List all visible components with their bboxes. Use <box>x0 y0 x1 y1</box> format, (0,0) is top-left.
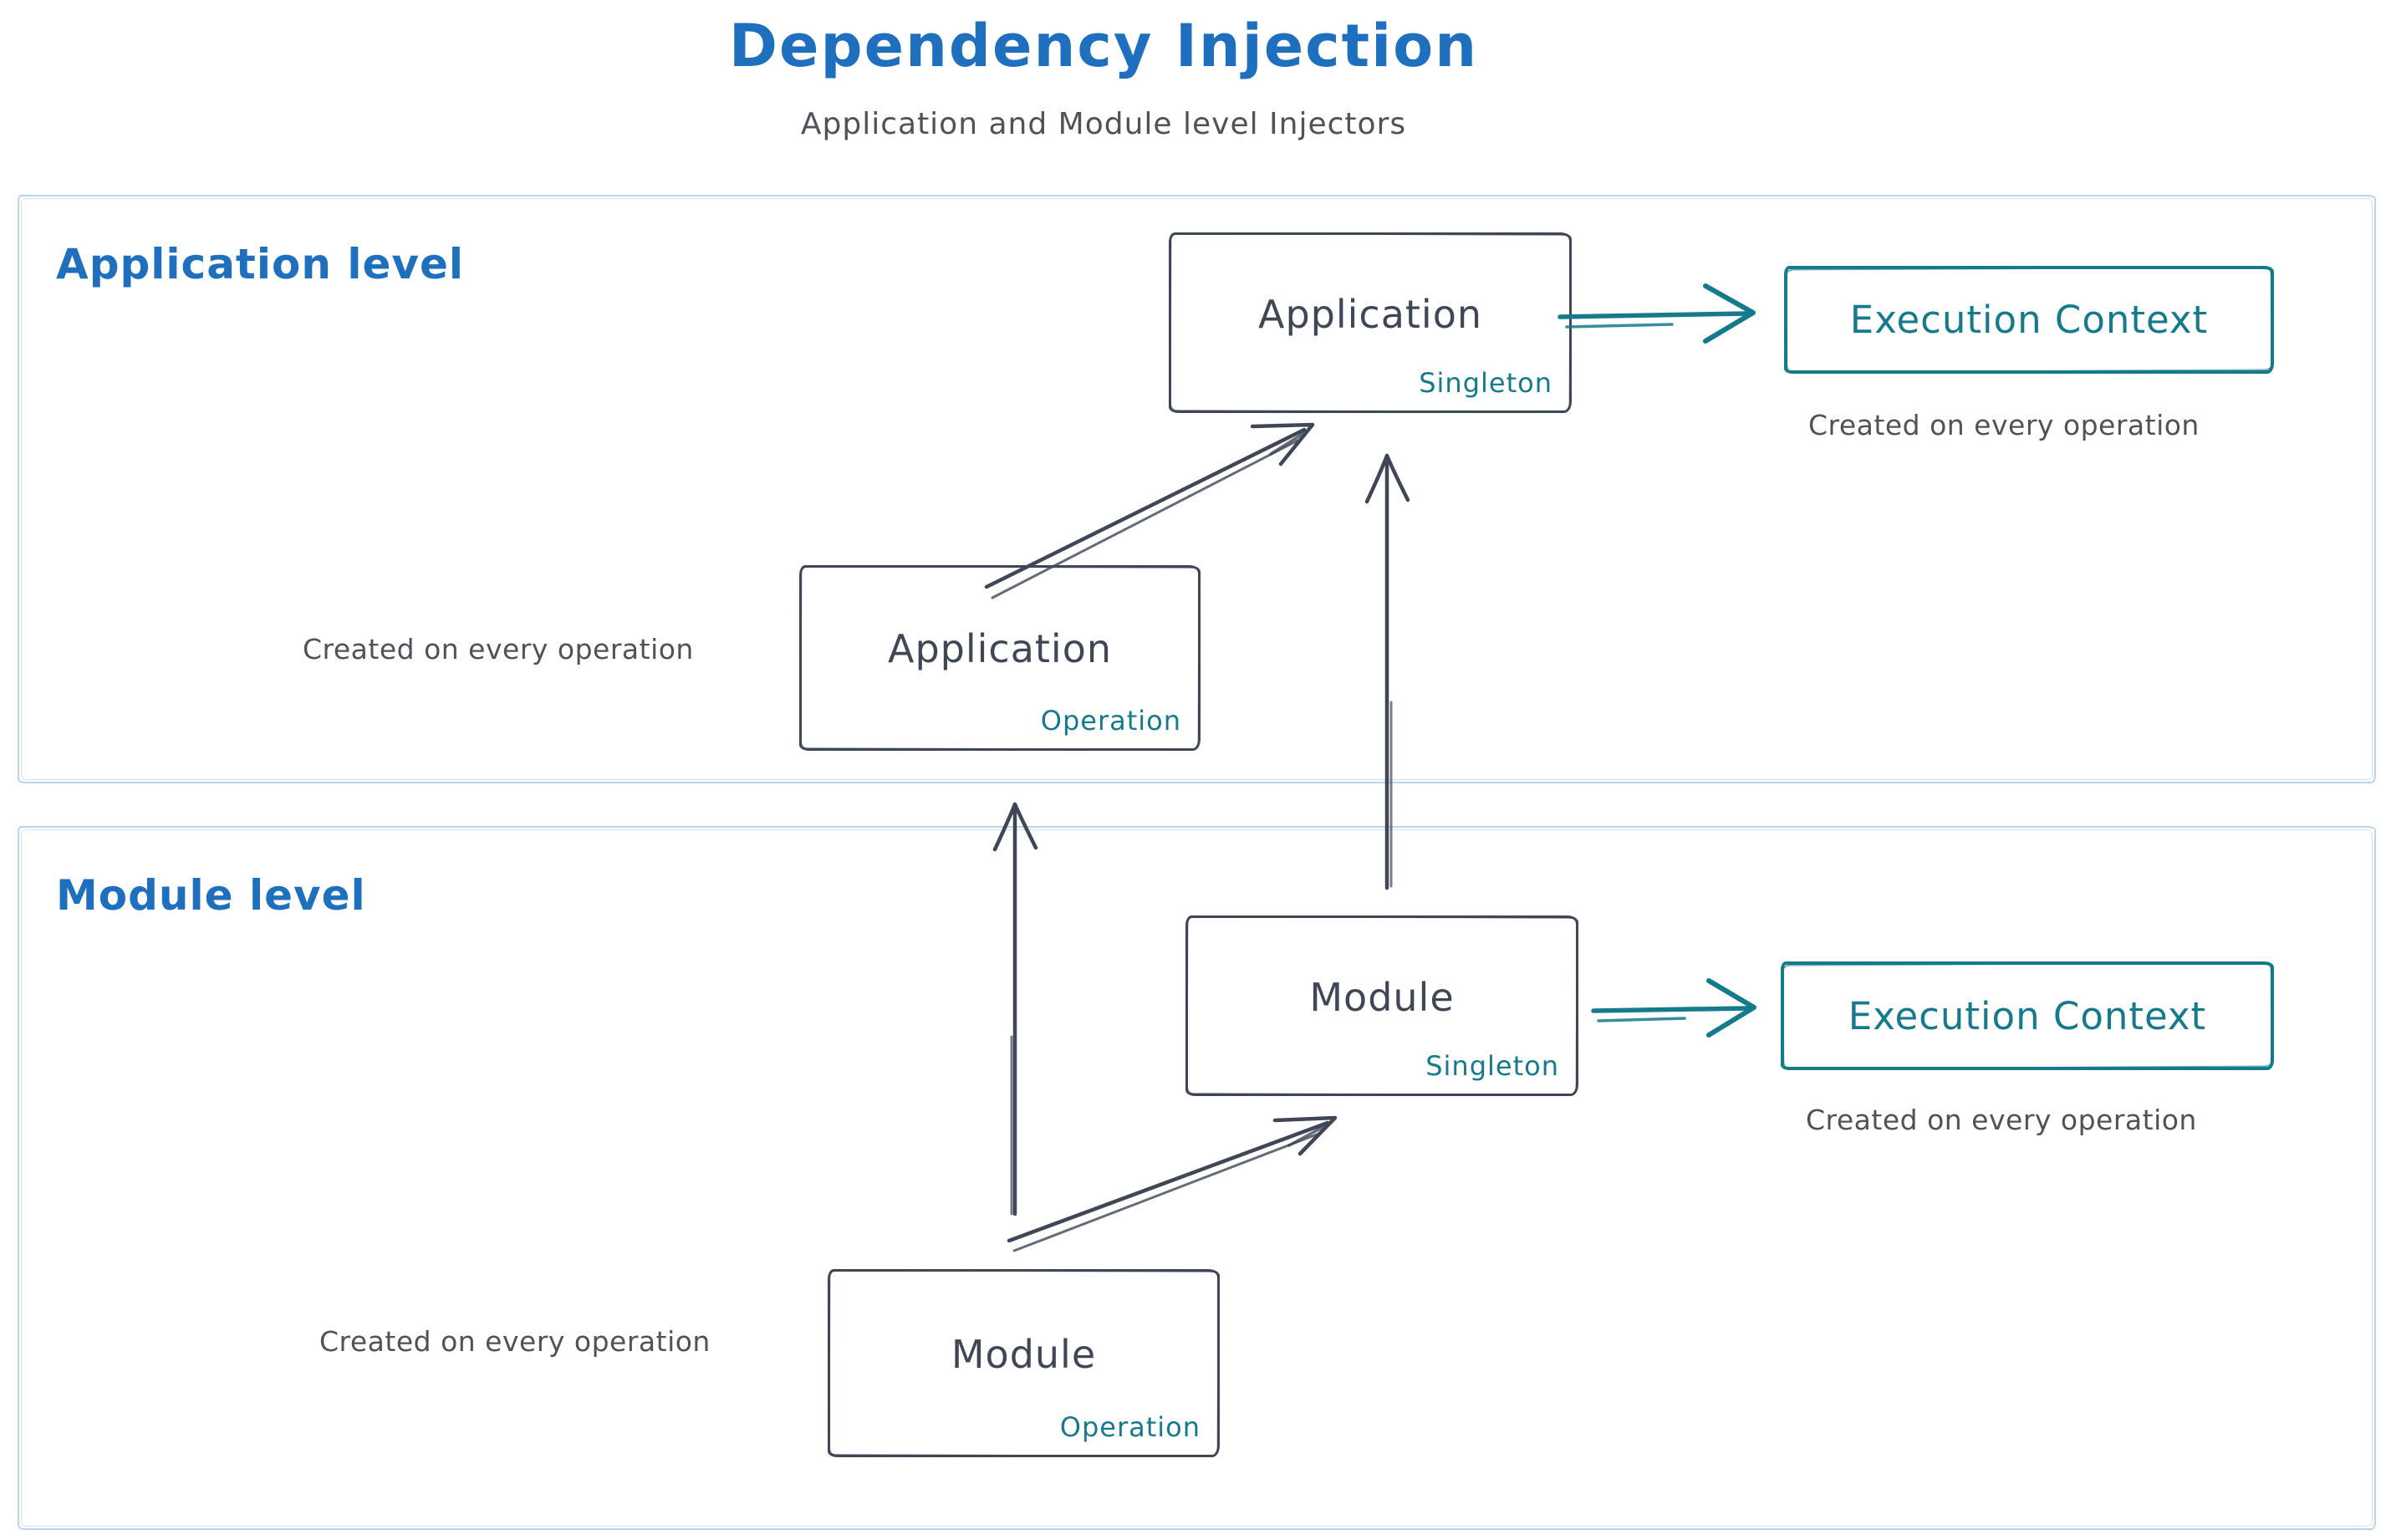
application-execution-context-box: Execution Context <box>1784 266 2274 374</box>
module-execution-context-box: Execution Context <box>1781 961 2274 1070</box>
page-title: Dependency Injection <box>728 12 1479 80</box>
module-operation-name: Module <box>951 1331 1097 1377</box>
application-execution-context-note: Created on every operation <box>1808 409 2200 441</box>
application-execution-context-label: Execution Context <box>1849 298 2209 342</box>
module-operation-note: Created on every operation <box>319 1325 711 1358</box>
application-singleton-box: Application Singleton <box>1169 232 1572 413</box>
application-singleton-name: Application <box>1257 291 1483 337</box>
application-singleton-scope: Singleton <box>1419 367 1552 399</box>
page-subtitle: Application and Module level Injectors <box>800 107 1407 141</box>
module-singleton-scope: Singleton <box>1425 1050 1559 1082</box>
module-execution-context-label: Execution Context <box>1848 993 2207 1038</box>
application-level-label: Application level <box>56 240 465 288</box>
application-operation-scope: Operation <box>1040 705 1181 737</box>
application-operation-name: Application <box>887 626 1113 672</box>
module-level-container: Module level <box>18 826 2376 1530</box>
module-level-label: Module level <box>56 871 366 920</box>
application-operation-note: Created on every operation <box>303 633 694 665</box>
module-operation-box: Module Operation <box>828 1269 1220 1457</box>
module-operation-scope: Operation <box>1059 1411 1201 1443</box>
module-execution-context-note: Created on every operation <box>1806 1104 2197 1136</box>
module-singleton-name: Module <box>1309 974 1455 1020</box>
module-singleton-box: Module Singleton <box>1185 915 1578 1096</box>
application-operation-box: Application Operation <box>799 565 1201 751</box>
application-level-container: Application level <box>18 195 2376 783</box>
